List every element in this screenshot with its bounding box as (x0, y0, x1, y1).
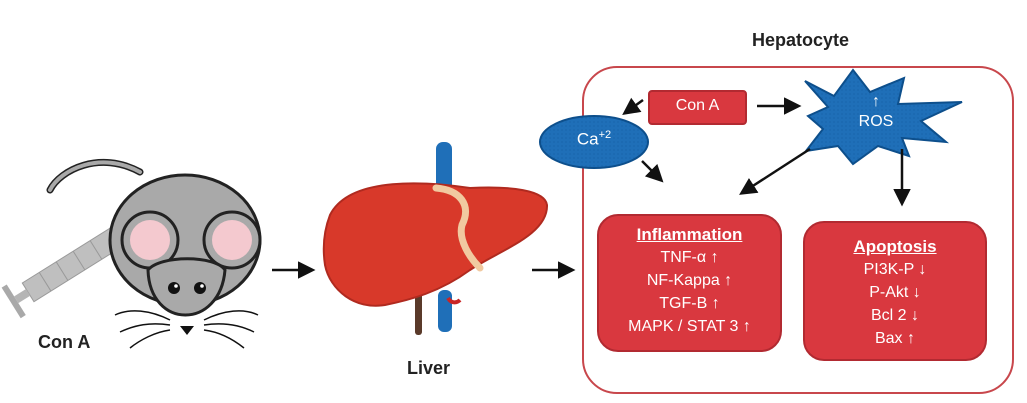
cona-box (648, 90, 747, 125)
cona-box-label: Con A (675, 97, 720, 114)
arrow-ros-to-inflammation (739, 147, 811, 195)
calcium-charge: +2 (598, 129, 612, 141)
liver-label: Liver (407, 358, 451, 378)
ros-label-group: ↑ ROS (846, 92, 906, 132)
apoptosis-item: PI3K-P ↓ (863, 261, 927, 278)
inflammation-item: NF-Kappa ↑ (646, 272, 733, 289)
arrow-cona-to-ca (622, 97, 644, 116)
ros-label: ROS (858, 113, 894, 130)
liver-icon (322, 142, 549, 335)
hepatocyte-title: Hepatocyte (752, 30, 850, 50)
apoptosis-item: Bax ↑ (874, 330, 915, 347)
mouse-icon (46, 159, 262, 349)
inflammation-item: TNF-α ↑ (660, 249, 719, 266)
apoptosis-title: Apoptosis (853, 237, 937, 256)
mouse-label: Con A (38, 332, 91, 352)
arrow-ca-to-inflammation (641, 160, 664, 183)
inflammation-panel: Inflammation TNF-α ↑ NF-Kappa ↑ TGF-B ↑ … (598, 224, 781, 338)
inflammation-title: Inflammation (636, 225, 743, 244)
ros-increase-arrow: ↑ (872, 93, 880, 110)
calcium-symbol: Ca (576, 129, 599, 149)
apoptosis-box (803, 221, 987, 361)
inflammation-item: TGF-B ↑ (659, 295, 720, 312)
apoptosis-item: P-Akt ↓ (869, 284, 921, 301)
apoptosis-item: Bcl 2 ↓ (870, 307, 919, 324)
apoptosis-panel: Apoptosis PI3K-P ↓ P-Akt ↓ Bcl 2 ↓ Bax ↑ (804, 236, 986, 350)
inflammation-item: MAPK / STAT 3 ↑ (628, 318, 751, 335)
inflammation-box (597, 214, 782, 352)
calcium-label: Ca+2 (540, 129, 648, 150)
